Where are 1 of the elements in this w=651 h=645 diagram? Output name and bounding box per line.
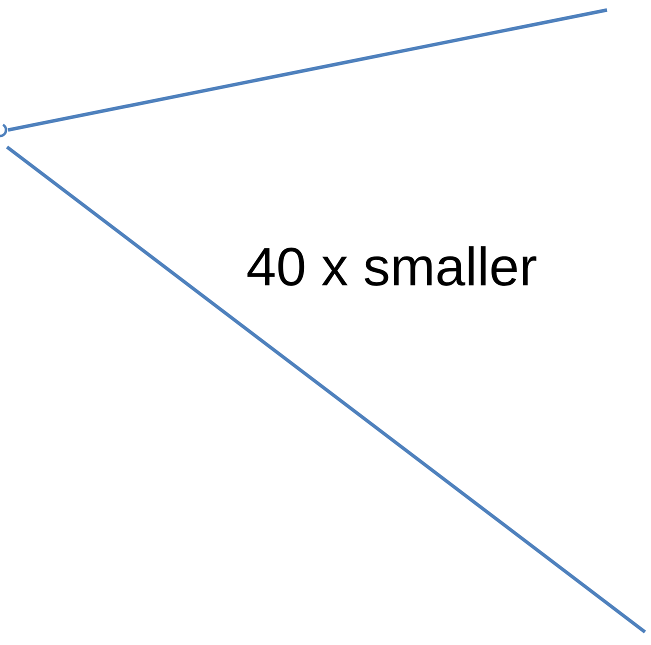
magnification-label: 40 x smaller [247, 246, 536, 286]
